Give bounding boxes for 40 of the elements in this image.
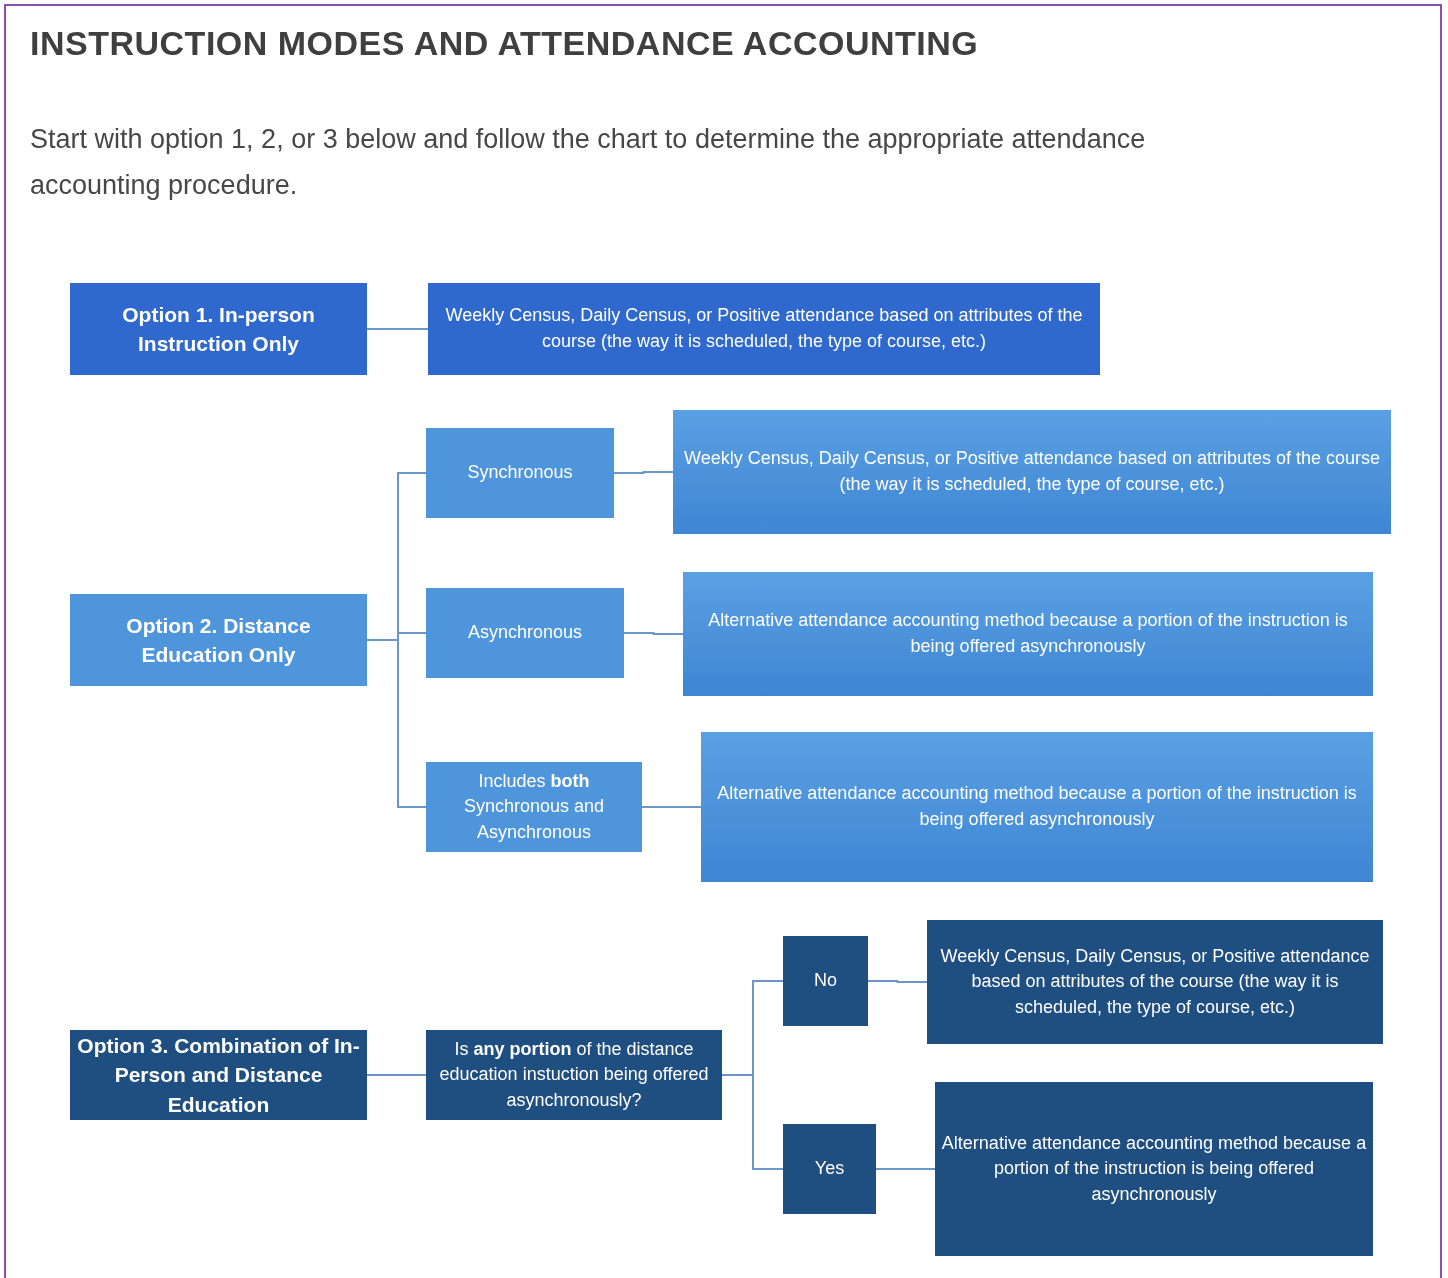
connector-line <box>366 328 429 330</box>
connector-line <box>875 1168 936 1170</box>
node-text: Is any portion of the distance education instuction being offered asynchronously? <box>438 1037 710 1112</box>
node-text: Weekly Census, Daily Census, or Positive attendance based on attributes of the course (the way it is scheduled, the type of course, etc.) <box>444 304 1084 353</box>
node-text: Option 1. In-person Instruction Only <box>121 301 316 357</box>
process-box <box>426 762 642 852</box>
process-box <box>426 428 614 518</box>
process-box <box>783 936 868 1026</box>
node-text: Yes <box>814 1157 845 1181</box>
process-box <box>673 410 1391 534</box>
title: INSTRUCTION MODES AND ATTENDANCE ACCOUNTING <box>30 24 979 63</box>
process-box <box>428 283 1100 375</box>
connector-line <box>721 1074 784 1170</box>
process-box <box>783 1124 876 1214</box>
process-box <box>426 1030 722 1120</box>
process-box <box>683 572 1373 696</box>
instruction-text: Start with option 1, 2, or 3 below and follow the chart to determine the appropriate attendance accounting procedure. <box>30 123 1147 202</box>
node-text: Includes both Synchronous and Asynchronous <box>462 769 606 844</box>
connector-line <box>613 471 674 474</box>
process-box <box>927 920 1383 1044</box>
node-text: Weekly Census, Daily Census, or Positive attendance based on attributes of the course (the way it is scheduled, the type of course, etc.) <box>939 944 1371 1019</box>
process-box <box>701 732 1373 882</box>
node-text: Option 3. Combination of In-Person and Distance Education <box>76 1032 361 1118</box>
option-box <box>70 283 367 375</box>
node-text: Alternative attendance accounting method because a portion of the instruction is being offered asynchronously <box>716 782 1358 831</box>
node-text: No <box>814 969 837 993</box>
node-text: Alternative attendance accounting method because a portion of the instruction is being offered asynchronously <box>707 609 1349 658</box>
node-text: Synchronous <box>467 461 573 485</box>
connector-line <box>366 639 427 808</box>
connector-line <box>641 806 702 808</box>
node-text: Asynchronous <box>467 621 583 645</box>
node-text: Option 2. Distance Education Only <box>125 612 312 668</box>
node-text: Alternative attendance accounting method because a portion of the instruction is being offered asynchronously <box>941 1131 1367 1206</box>
process-box <box>426 588 624 678</box>
option-box <box>70 594 367 686</box>
connector-line <box>366 1074 427 1076</box>
connector-line <box>867 980 928 983</box>
node-text: Weekly Census, Daily Census, or Positive attendance based on attributes of the course (the way it is scheduled, the type of course, etc.) <box>682 447 1381 496</box>
connector-line <box>623 632 684 635</box>
process-box <box>935 1082 1373 1256</box>
